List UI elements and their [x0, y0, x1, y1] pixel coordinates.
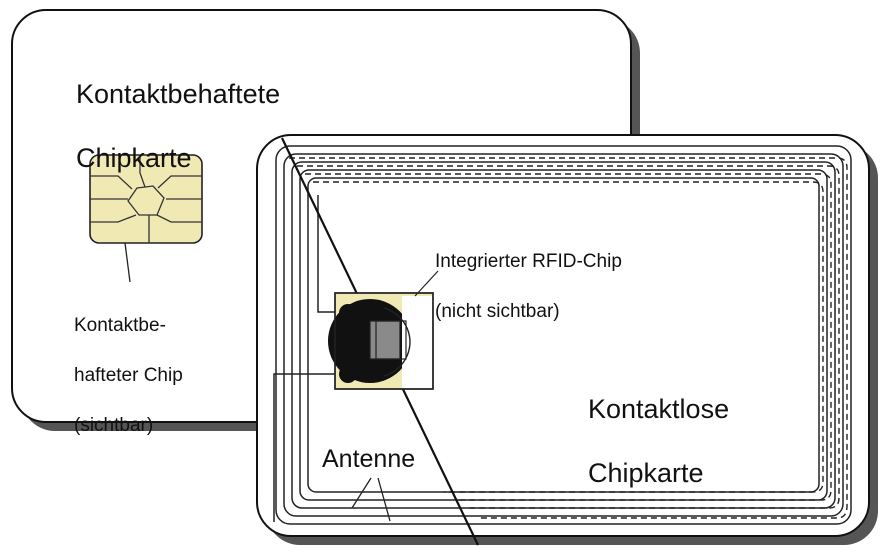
contact-card-title: Kontaktbehaftete Chipkarte	[76, 46, 280, 174]
contactless-card	[256, 134, 878, 545]
contact-card-title-line2: Chipkarte	[76, 143, 192, 173]
contactless-card-title: Kontaktlose Chipkarte	[588, 361, 729, 489]
contact-chip-label: Kontaktbe- hafteter Chip (sichtbar)	[74, 288, 183, 438]
rfid-chip-label-line2: (nicht sichtbar)	[435, 301, 560, 322]
contact-chip-label-line3: (sichtbar)	[74, 415, 154, 436]
contact-chip-icon	[89, 154, 203, 283]
antenna-label: Antenne	[320, 445, 418, 473]
antenna-coil	[273, 145, 852, 525]
antenna-leader-lines	[351, 477, 391, 522]
contactless-card-body	[256, 134, 870, 537]
contact-chip-label-line1: Kontaktbe-	[74, 315, 166, 336]
rfid-chip-label: Integrierter RFID-Chip (nicht sichtbar)	[435, 224, 622, 324]
rfid-chip-label-line1: Integrierter RFID-Chip	[435, 251, 622, 272]
contactless-card-title-line1: Kontaktlose	[588, 394, 730, 424]
contactless-card-title-line2: Chipkarte	[588, 458, 704, 488]
contact-card-title-line1: Kontaktbehaftete	[76, 79, 281, 109]
contact-chip-label-line2: hafteter Chip	[74, 365, 183, 386]
rfid-chip-icon	[328, 270, 439, 390]
